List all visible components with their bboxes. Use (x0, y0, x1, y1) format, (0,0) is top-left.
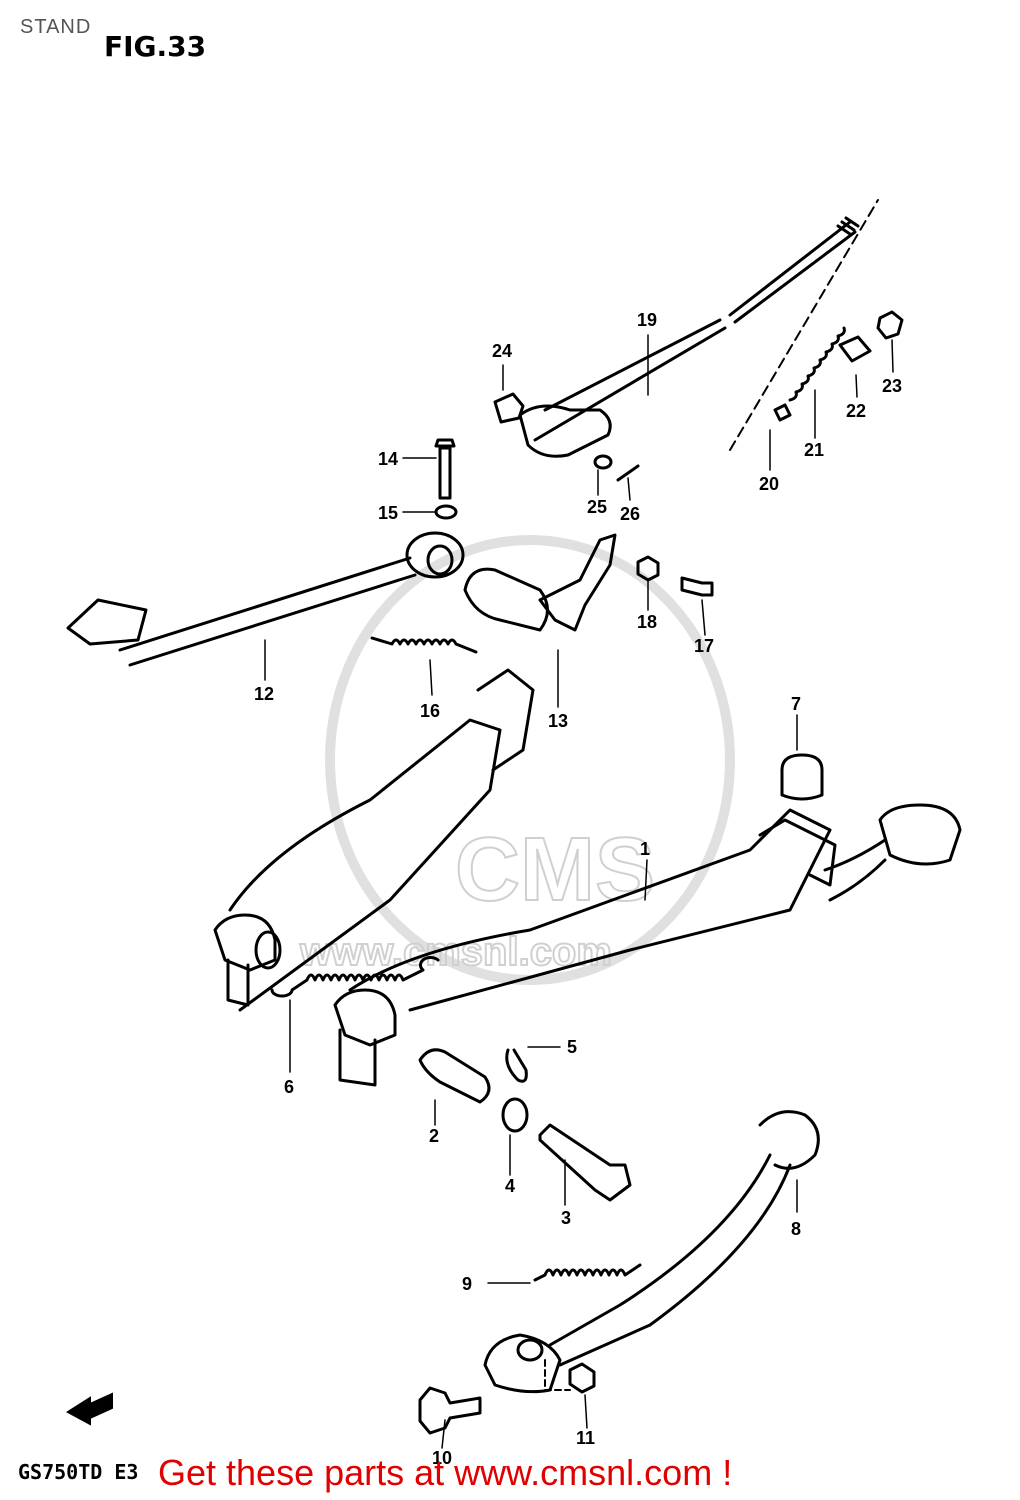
bolt-10 (418, 1386, 482, 1435)
callout-5: 5 (567, 1037, 577, 1057)
promo-link[interactable]: Get these parts at www.cmsnl.com ! (158, 1452, 733, 1493)
pivot-shaft (463, 533, 617, 632)
callout-12: 12 (254, 684, 274, 704)
stand-rod (518, 216, 860, 458)
watermark: CMS www.cmsnl.com (298, 535, 735, 985)
rod-clip (493, 392, 525, 424)
watermark-url: www.cmsnl.com (299, 930, 612, 974)
callout-1: 1 (640, 839, 650, 859)
callout-6: 6 (284, 1077, 294, 1097)
model-code: GS750TD E3 (18, 1460, 139, 1484)
side-stand-spring (533, 1263, 642, 1282)
side-stand (483, 1110, 820, 1394)
nut-18 (636, 555, 660, 582)
callout-13: 13 (548, 711, 568, 731)
callout-14: 14 (378, 449, 398, 469)
callout-10: 10 (432, 1448, 452, 1468)
center-stand (213, 668, 962, 1087)
callout-4: 4 (505, 1176, 515, 1196)
callout-9: 9 (462, 1274, 472, 1294)
callout-3: 3 (561, 1208, 571, 1228)
callout-22: 22 (846, 401, 866, 421)
leader-lines (264, 334, 894, 1449)
clip-5 (505, 1048, 528, 1083)
cotter-pin-26 (616, 464, 640, 482)
brake-pedal (66, 438, 465, 667)
callout-15: 15 (378, 503, 398, 523)
washer-25 (593, 454, 613, 470)
figure-label: FIG.33 (104, 30, 207, 63)
callout-24: 24 (492, 341, 512, 361)
callout-18: 18 (637, 612, 657, 632)
front-arrow-icon (66, 1392, 113, 1426)
callout-25: 25 (587, 497, 607, 517)
page-title: STAND (20, 16, 92, 38)
stopper-cap (780, 753, 824, 801)
callout-26: 26 (620, 504, 640, 524)
callout-23: 23 (882, 376, 902, 396)
stand-pipe (418, 1048, 491, 1104)
washer-4 (501, 1097, 529, 1133)
watermark-logo: CMS (455, 820, 655, 920)
rod-spring-set (729, 199, 904, 451)
callout-8: 8 (791, 1219, 801, 1239)
callout-17: 17 (694, 636, 714, 656)
nut-11 (568, 1362, 596, 1394)
callout-21: 21 (804, 440, 824, 460)
callout-11: 11 (576, 1428, 595, 1448)
callout-20: 20 (759, 474, 779, 494)
return-spring-16 (370, 636, 478, 654)
callout-7: 7 (791, 694, 801, 714)
callout-labels: 1 2 3 4 5 6 7 8 9 10 11 12 13 14 15 16 1… (254, 310, 902, 1468)
callout-16: 16 (420, 701, 440, 721)
callout-19: 19 (637, 310, 657, 330)
callout-2: 2 (429, 1126, 439, 1146)
stand-spring-6 (270, 955, 440, 998)
bolt-3 (538, 1123, 632, 1202)
bolt-17 (680, 576, 714, 597)
